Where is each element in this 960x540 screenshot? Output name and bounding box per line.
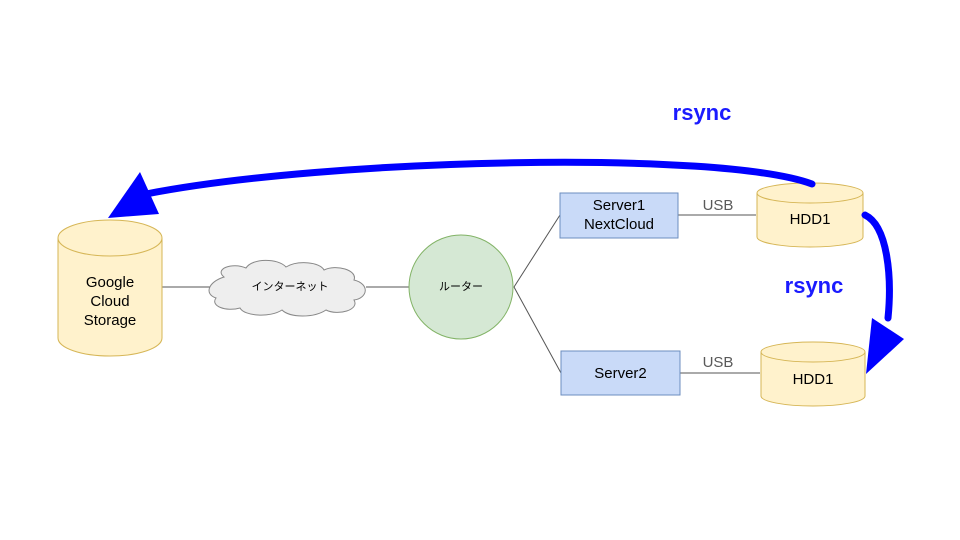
hdd-top-cylinder [756,182,864,248]
link-router-server1 [513,214,561,288]
rsync-arrow-to-hdd [861,211,904,374]
hdd-top-label: HDD1 [789,211,831,228]
internet-cloud-shape [208,259,366,317]
server2-label: Server2 [594,365,647,382]
link-router-server2 [513,286,562,374]
usb-label-top: USB [702,197,734,214]
server2-box [560,350,681,396]
internet-label: インターネット [251,281,329,293]
router-label: ルーター [439,281,483,293]
gcs-label: Google Cloud Storage [58,273,162,330]
hdd-bottom-label: HDD1 [792,371,834,388]
server1-label-line-1: Server1 [592,197,646,214]
rsync-label-top: rsync [672,100,732,125]
usb-label-bottom: USB [702,354,734,371]
gcs-label-line-3: Storage [83,312,137,329]
server1-box [559,192,679,239]
rsync-label-right: rsync [784,273,844,298]
gcs-label-line-1: Google [85,274,135,291]
router-circle [408,234,514,340]
server1-label-line-2: NextCloud [583,216,655,233]
gcs-cylinder [57,219,163,357]
rsync-arrow-to-gcs [108,158,816,218]
hdd-bottom-cylinder [760,341,866,407]
server1-label: Server1 NextCloud [560,196,678,234]
gcs-label-line-2: Cloud [90,293,130,310]
